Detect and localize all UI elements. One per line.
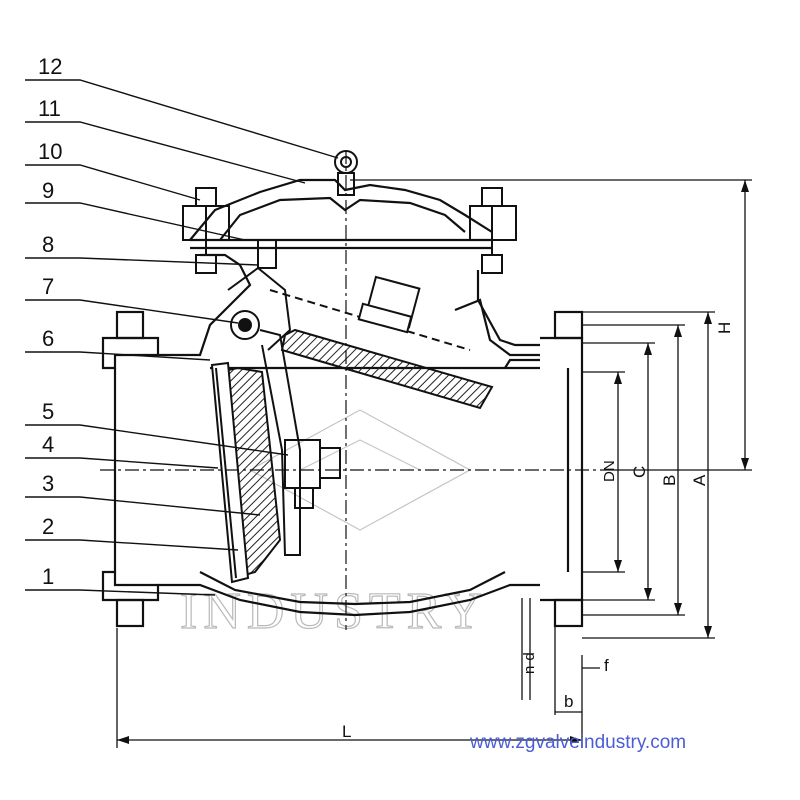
centerlines — [100, 150, 600, 630]
part-labels: 12 11 10 9 8 7 6 5 4 3 2 1 — [38, 54, 62, 589]
dim-label-L: L — [342, 722, 351, 741]
part-label-10: 10 — [38, 139, 62, 164]
part-label-4: 4 — [42, 432, 54, 457]
part-label-7: 7 — [42, 274, 54, 299]
dim-label-B: B — [660, 475, 679, 486]
part-label-8: 8 — [42, 232, 54, 257]
valve-disc — [210, 361, 282, 584]
bonnet-bolts — [182, 187, 517, 274]
dim-label-H: H — [715, 322, 734, 334]
right-flange-bottom-lug — [553, 598, 584, 628]
part-label-6: 6 — [42, 326, 54, 351]
dimension-labels: H A B C DN L b f n-d — [342, 322, 734, 741]
part-label-1: 1 — [42, 564, 54, 589]
dim-label-C: C — [630, 466, 649, 478]
part-label-9: 9 — [42, 178, 54, 203]
dimension-lines — [116, 179, 752, 748]
dim-label-f: f — [604, 656, 609, 675]
left-flange-bottom-lug — [115, 598, 145, 628]
leader-lines — [25, 79, 339, 596]
dim-label-b: b — [564, 692, 573, 711]
dimension-arrows — [117, 180, 749, 744]
part-label-2: 2 — [42, 514, 54, 539]
part-label-3: 3 — [42, 471, 54, 496]
part-label-12: 12 — [38, 54, 62, 79]
website-watermark: www.zgvalveindustry.com — [469, 732, 686, 753]
right-flange-top-lug — [553, 310, 584, 340]
part-label-5: 5 — [42, 399, 54, 424]
disc-open-position — [280, 275, 494, 410]
left-flange-top-lug — [115, 310, 145, 340]
hinge-assembly — [227, 239, 292, 351]
part-label-11: 11 — [38, 96, 61, 121]
dim-label-A: A — [690, 474, 709, 486]
dim-label-n-d: n-d — [521, 652, 538, 674]
ghost-watermark-text: INDUSTRY — [180, 583, 488, 640]
disc-nut — [284, 439, 341, 509]
valve-body — [101, 178, 584, 628]
hinge-arm — [259, 289, 471, 556]
dim-label-DN: DN — [601, 460, 618, 482]
